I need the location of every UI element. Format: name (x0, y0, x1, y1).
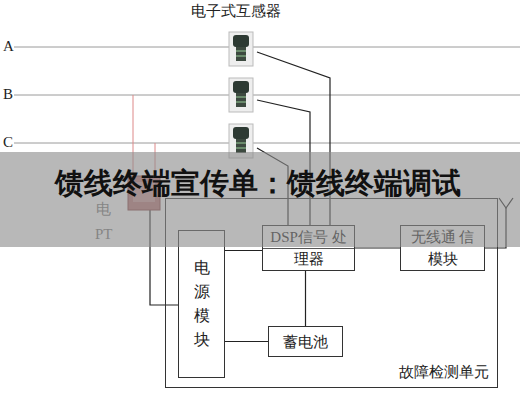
phase-label: C (3, 134, 13, 151)
wire-connector (355, 247, 400, 248)
phase-lines (14, 47, 520, 143)
wire-connector (305, 271, 306, 326)
wire-connector (225, 250, 262, 251)
node-text: 蓄电池 (280, 331, 331, 353)
wire-connector (225, 341, 268, 342)
power-module-box: 电源模块 (178, 230, 225, 378)
phase-label: B (3, 86, 13, 103)
phase-label: A (3, 38, 14, 55)
node-text: 故障检测单元 (399, 361, 489, 383)
node-text: 电源模块 (194, 256, 210, 352)
transformer-symbol (229, 32, 253, 158)
watermark-text: 馈线终端宣传单：馈线终端调试 (55, 164, 461, 204)
diagram-title: 电子式互感器 (191, 2, 281, 21)
battery-box: 蓄电池 (268, 326, 343, 357)
divider-line (263, 248, 354, 249)
